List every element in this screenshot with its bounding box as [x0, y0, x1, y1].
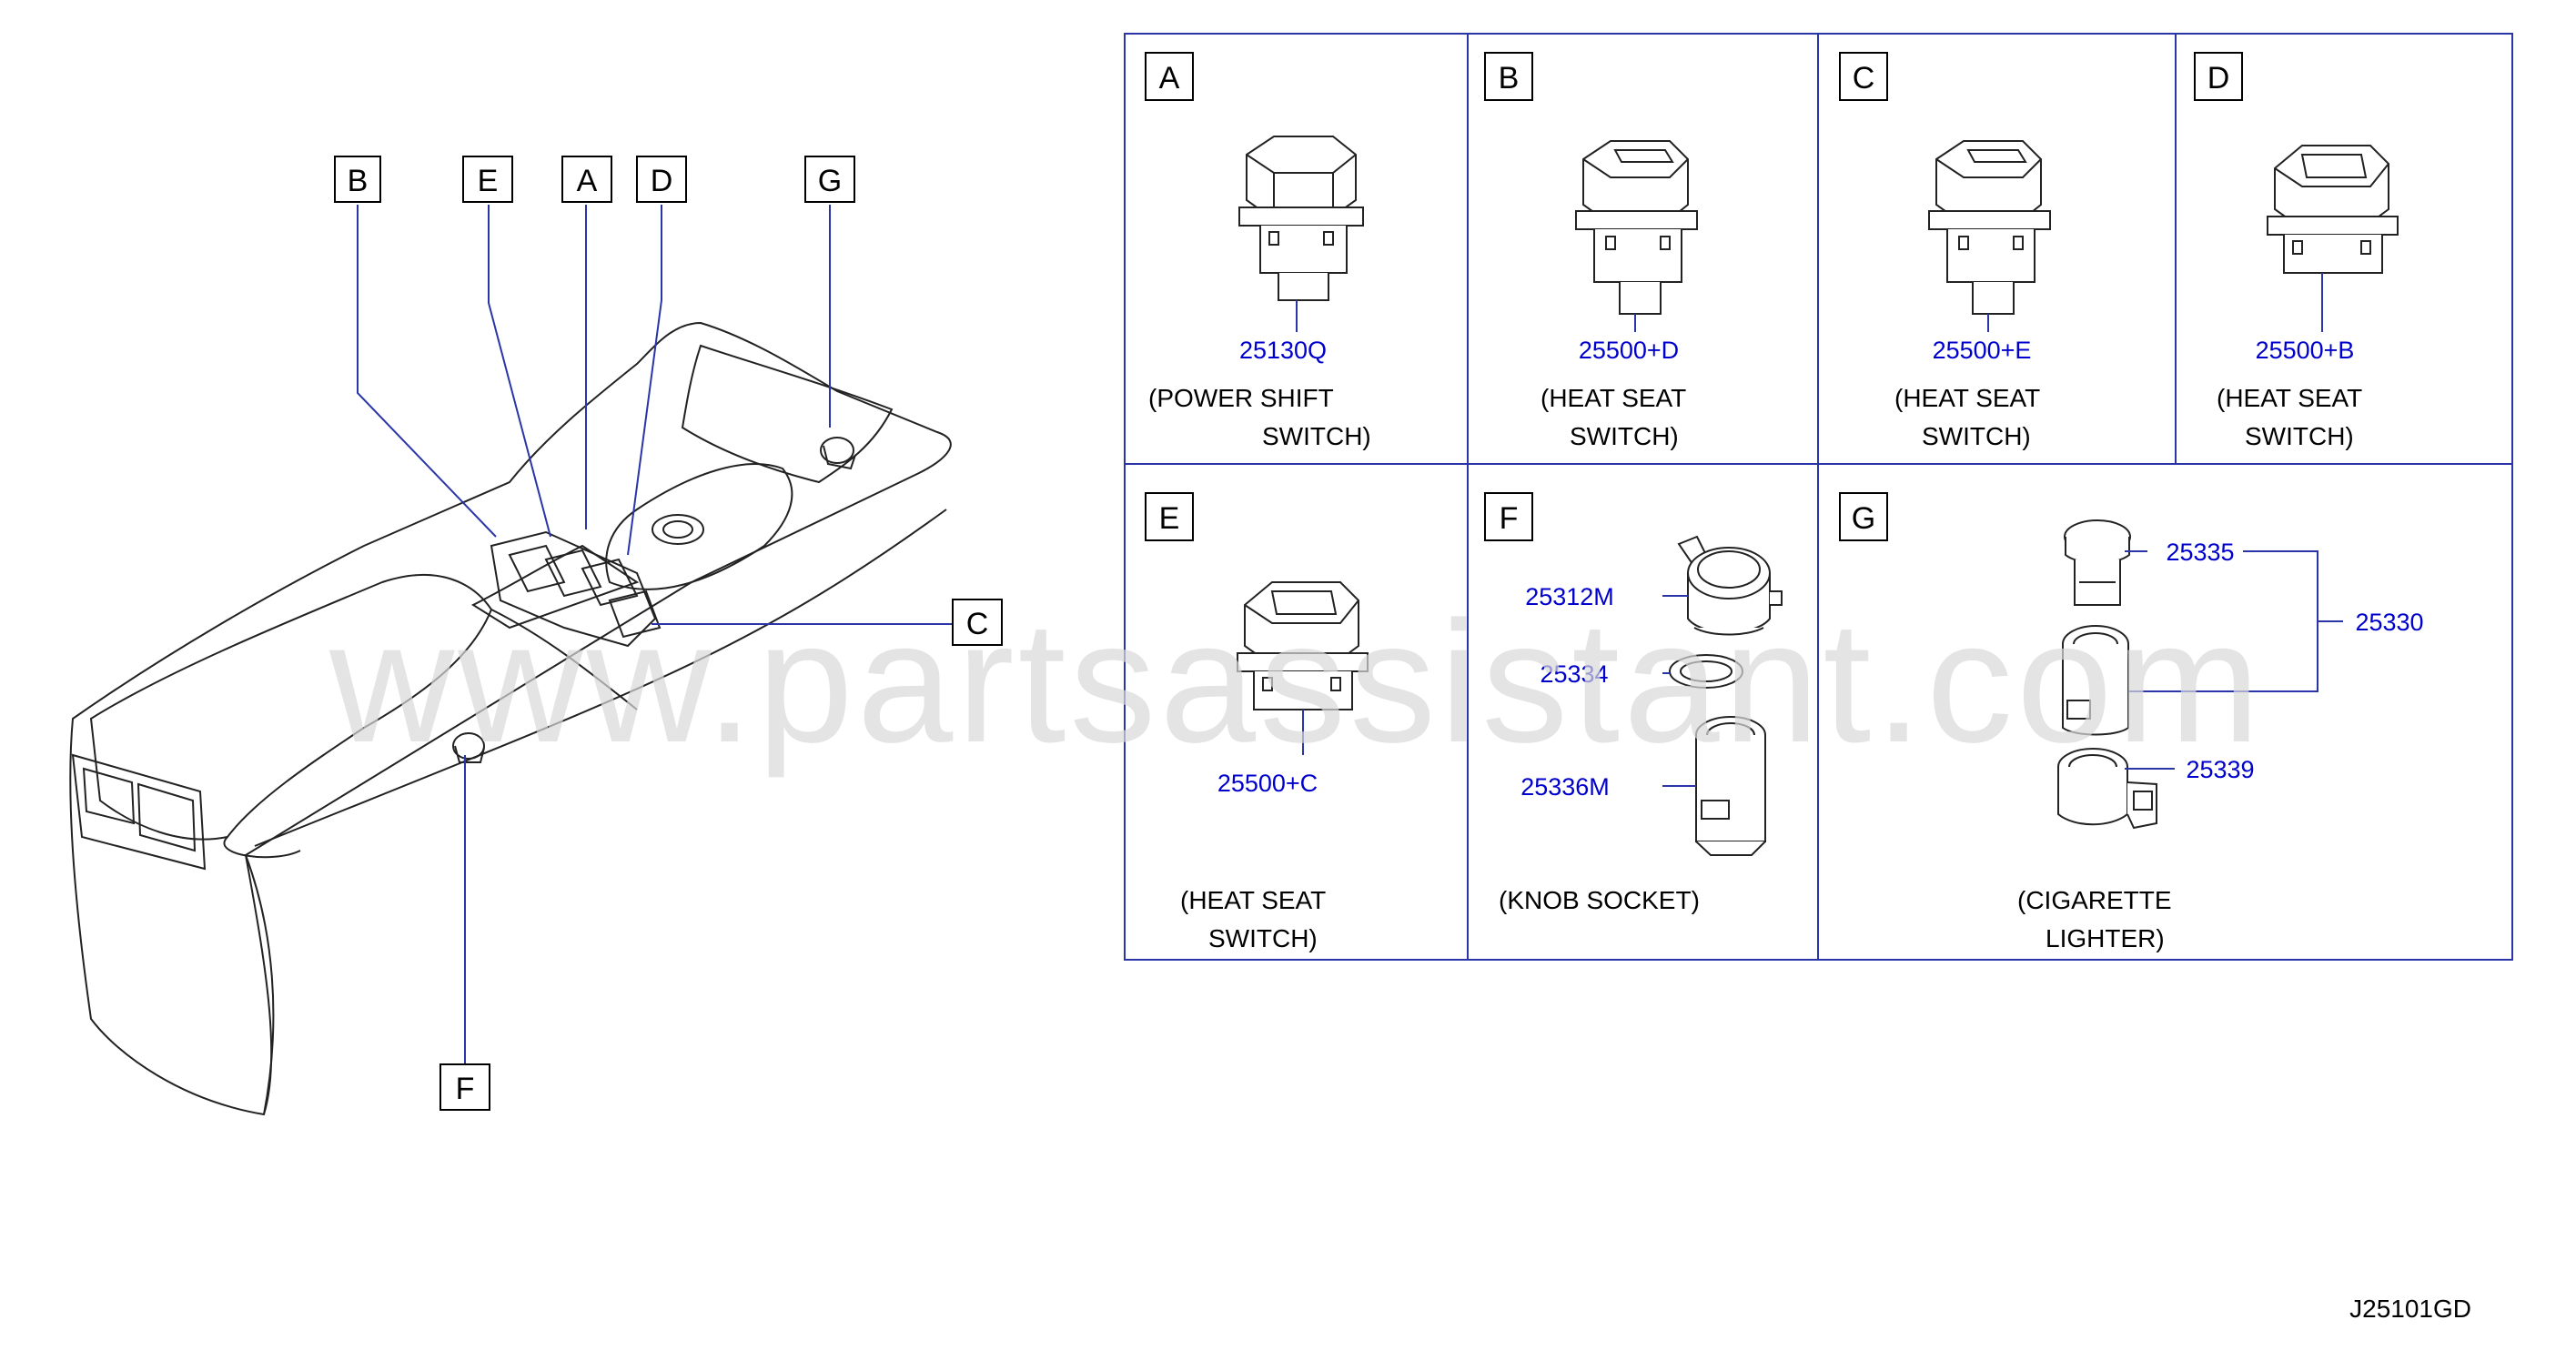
diagram-code: J25101GD [2349, 1295, 2471, 1323]
svg-text:E: E [478, 164, 499, 198]
switch-25500-C [1237, 581, 1369, 710]
callout-B: B [334, 156, 381, 203]
svg-text:G: G [818, 164, 842, 198]
caption-line: SWITCH) [1570, 422, 1679, 450]
panel-letter-G: G [1839, 492, 1888, 541]
knob-25336M [1695, 716, 1766, 856]
callout-A: A [561, 156, 612, 203]
lighter-25339 [2057, 748, 2157, 830]
caption-line: (POWER SHIFT [1148, 384, 1334, 412]
svg-text:F: F [1500, 501, 1519, 536]
switch-25500-B [2267, 145, 2399, 274]
callout-G: G [804, 156, 855, 203]
panel-letter-A: A [1145, 52, 1194, 101]
callout-E: E [462, 156, 513, 203]
part-leaders [1296, 273, 2343, 787]
cigarette-lighter-drawings [2057, 519, 2157, 830]
knob-25312M [1677, 535, 1783, 636]
panel-letter-D: D [2194, 52, 2243, 101]
svg-text:D: D [2207, 61, 2230, 96]
part-numbers: 25130Q 25500+D 25500+E 25500+B 25500+C 2… [1217, 337, 2424, 801]
panel-letter-E: E [1145, 492, 1194, 541]
part-number: 25330 [2355, 609, 2423, 636]
svg-text:B: B [348, 164, 369, 198]
lighter-25330-body [2062, 625, 2129, 736]
svg-text:A: A [577, 164, 598, 198]
overview-callouts: B E A D G C F [334, 156, 1003, 1111]
svg-text:C: C [966, 607, 989, 641]
part-number: 25500+E [1933, 337, 2032, 364]
panel-letter-B: B [1484, 52, 1533, 101]
part-number: 25336M [1520, 773, 1610, 801]
svg-text:B: B [1499, 61, 1520, 96]
console-overview [69, 321, 952, 1116]
svg-text:C: C [1853, 61, 1875, 96]
part-number: 25334 [1540, 660, 1608, 688]
svg-text:F: F [456, 1072, 475, 1106]
part-number: 25500+C [1217, 770, 1318, 797]
caption-line: SWITCH) [2245, 422, 2354, 450]
switch-25500-D [1575, 140, 1698, 315]
switch-25130Q [1238, 136, 1364, 301]
part-number: 25500+B [2256, 337, 2355, 364]
svg-text:D: D [651, 164, 673, 198]
switch-drawings [1237, 136, 2399, 710]
lighter-25335 [2064, 519, 2131, 606]
caption-line: (KNOB SOCKET) [1499, 886, 1700, 914]
caption-line: (HEAT SEAT [1894, 384, 2040, 412]
caption-line: SWITCH) [1262, 422, 1371, 450]
caption-line: (HEAT SEAT [1180, 886, 1326, 914]
svg-text:A: A [1159, 61, 1180, 96]
part-number: 25335 [2166, 539, 2234, 566]
caption-line: SWITCH) [1208, 924, 1318, 952]
caption-line: (HEAT SEAT [2217, 384, 2362, 412]
panel-letter-C: C [1839, 52, 1888, 101]
part-number: 25339 [2186, 756, 2254, 783]
part-number: 25500+D [1579, 337, 1679, 364]
callout-C: C [952, 599, 1003, 646]
svg-text:G: G [1852, 501, 1875, 536]
panel-letter-F: F [1484, 492, 1533, 541]
callout-D: D [636, 156, 687, 203]
callout-F: F [439, 1063, 490, 1111]
caption-line: LIGHTER) [2046, 924, 2165, 952]
panel-letters: A B C D E F G [1145, 52, 2243, 541]
part-number: 25130Q [1239, 337, 1327, 364]
knob-socket-drawings [1669, 535, 1783, 856]
parts-table-grid [1124, 33, 2513, 961]
watermark: www.partsassistant.com [328, 586, 2264, 779]
caption-line: (HEAT SEAT [1541, 384, 1686, 412]
part-number: 25312M [1525, 583, 1614, 610]
caption-line: (CIGARETTE [2017, 886, 2172, 914]
panel-captions: (POWER SHIFT SWITCH) (HEAT SEAT SWITCH) … [1148, 384, 2362, 952]
svg-text:E: E [1159, 501, 1180, 536]
switch-25500-E [1928, 140, 2051, 315]
knob-25334 [1669, 654, 1743, 689]
caption-line: SWITCH) [1922, 422, 2031, 450]
overview-leaders [357, 205, 953, 1064]
